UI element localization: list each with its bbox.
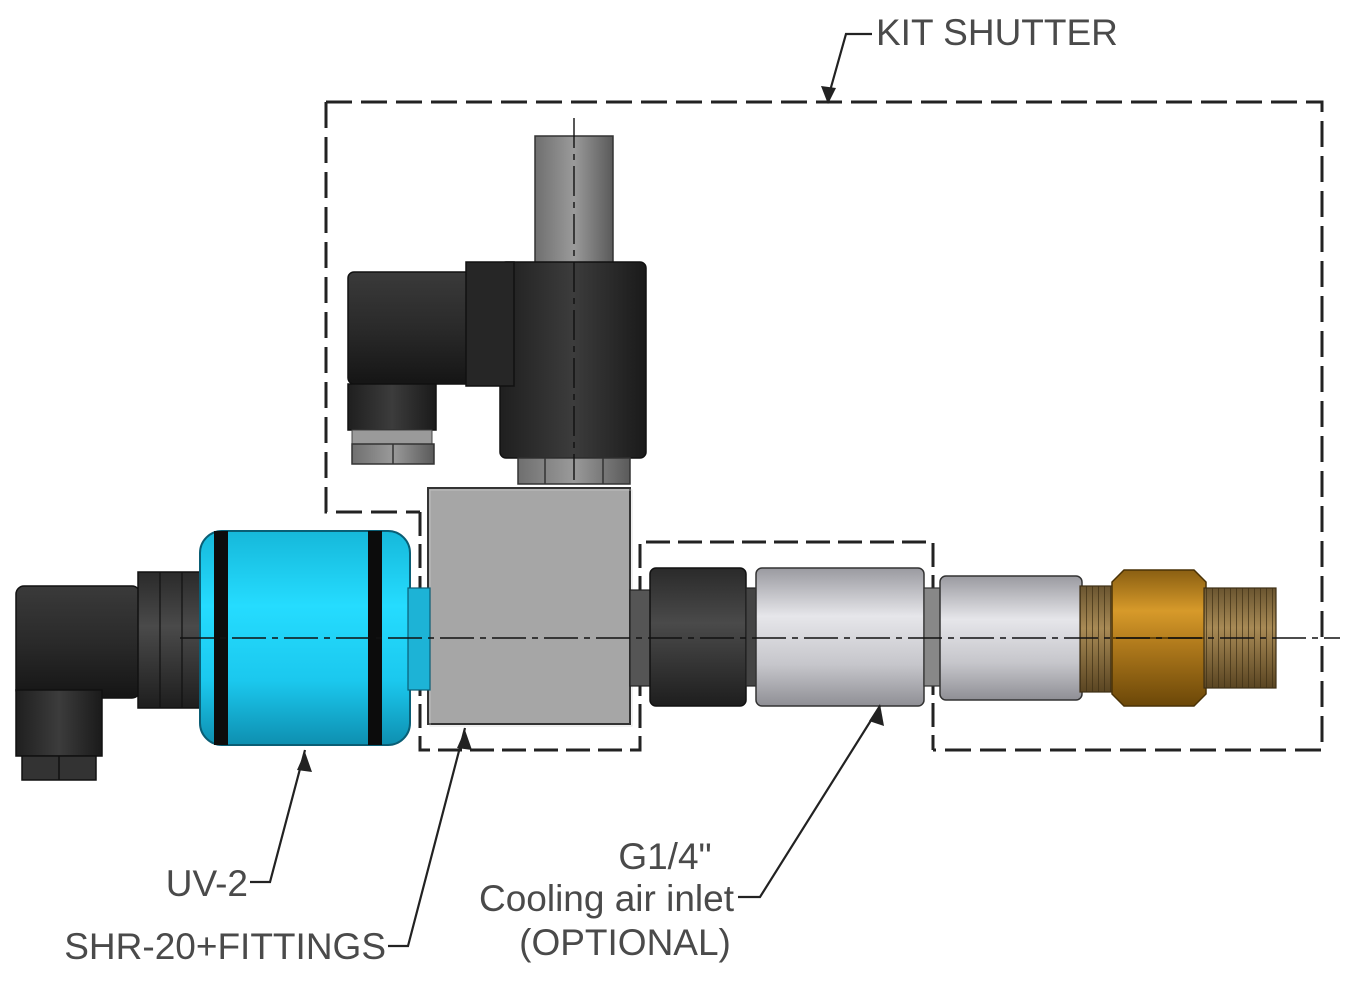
kit-shutter-outline [324, 100, 1324, 752]
solenoid-valve [347, 118, 647, 485]
kit-shutter-label: KIT SHUTTER [876, 12, 1118, 53]
g14-label: G1/4" [618, 836, 712, 877]
shr20-fittings-label: SHR-20+FITTINGS [64, 926, 386, 967]
cooling-air-inlet-label: Cooling air inlet [478, 878, 734, 919]
uv2-label: UV-2 [165, 863, 248, 904]
leader-arrows [297, 86, 884, 772]
optional-label: (OPTIONAL) [519, 922, 731, 963]
shr20-block [427, 487, 633, 727]
fittings-train [629, 567, 1277, 707]
leader-lines [250, 32, 881, 948]
uv2-sensor [15, 530, 431, 781]
